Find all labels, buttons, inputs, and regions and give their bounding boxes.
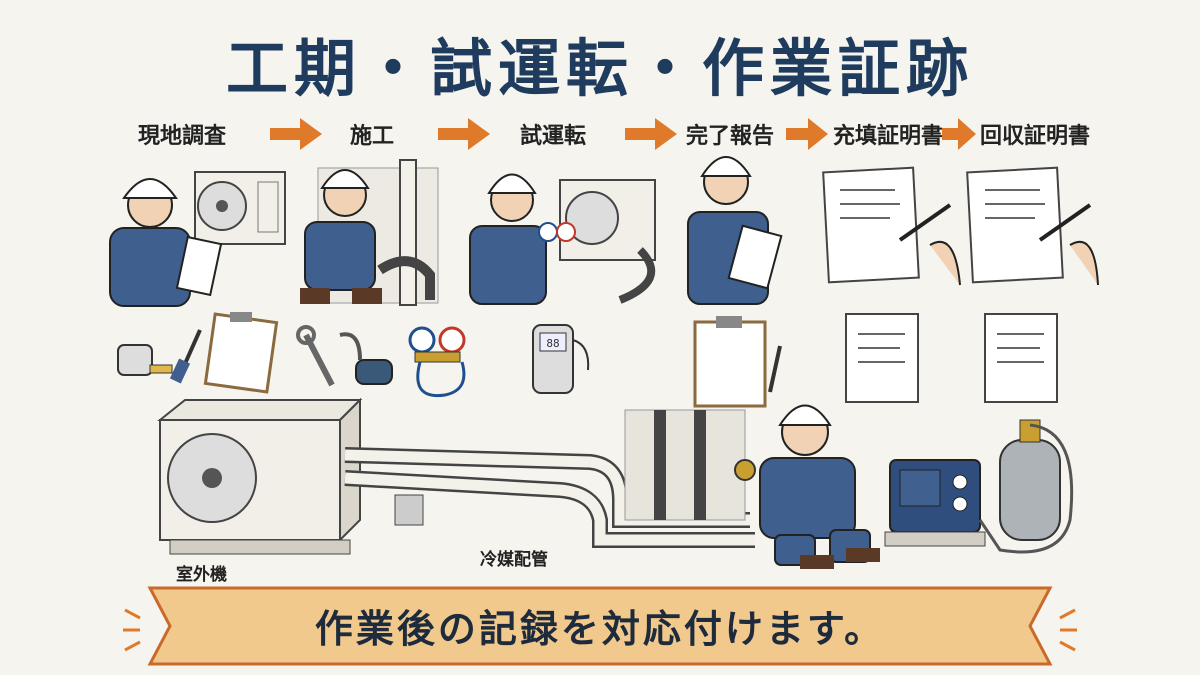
banner-text: 作業後の記録を対応付けます。 [314, 607, 886, 651]
outdoor-unit-icon [559, 179, 656, 304]
tape-measure-icon [117, 344, 173, 376]
wrench-icon [296, 325, 335, 387]
recovery-machine-icon [884, 459, 986, 547]
flow-arrow [786, 118, 828, 150]
step-label-construction: 施工 [350, 124, 395, 149]
thermometer-reading: 88 [546, 337, 559, 350]
step-label-test-run: 試運転 [520, 124, 587, 149]
screwdriver-icon [169, 329, 202, 384]
clipboard-icon [203, 312, 279, 394]
bottom-banner [123, 586, 1077, 666]
blank-document-icon [984, 313, 1058, 403]
large-outdoor-unit-icon [157, 397, 363, 555]
test-run-worker-icon [469, 173, 576, 305]
clipboard-pen-icon [693, 316, 782, 408]
construction-worker-icon [300, 169, 382, 304]
report-worker-icon [687, 156, 783, 305]
step-label-completion-report: 完了報告 [686, 124, 775, 149]
survey-worker-icon [109, 178, 223, 307]
outdoor-unit-icon [194, 171, 286, 245]
flow-arrow [270, 118, 322, 150]
vacuum-pump-icon [339, 332, 393, 385]
refrigerant-pipe-icon [344, 447, 755, 548]
manifold-gauge-icon [408, 326, 466, 398]
flow-arrow [942, 118, 976, 150]
step-label-recovery-certificate: 回収証明書 [980, 124, 1091, 149]
recovery-certificate-document-icon [966, 166, 1099, 286]
technician-kneeling-icon [759, 404, 880, 569]
step-label-site-survey: 現地調査 [138, 124, 227, 149]
refrigerant-cylinder-icon [978, 419, 1074, 554]
outdoor-unit-label: 室外機 [176, 565, 227, 585]
flow-arrow [438, 118, 490, 150]
charge-certificate-document-icon [822, 166, 961, 286]
step-label-charge-certificate: 充填証明書 [833, 124, 944, 149]
wall-column-icon [624, 409, 756, 521]
flow-arrow [625, 118, 677, 150]
blank-document-icon [845, 313, 919, 403]
page-title: 工期・試運転・作業証跡 [225, 32, 974, 105]
digital-thermometer-icon: 88 [532, 324, 590, 394]
refrigerant-pipe-label: 冷媒配管 [480, 550, 548, 570]
